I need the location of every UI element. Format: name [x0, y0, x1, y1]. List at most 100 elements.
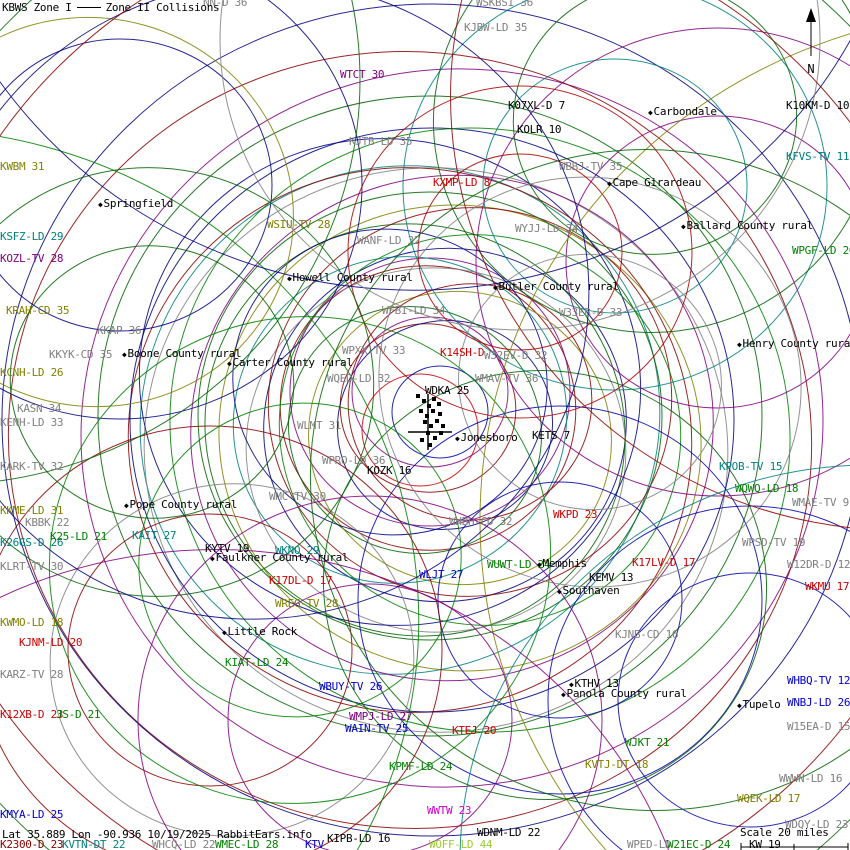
legend-zone1-label: KBWS Zone I [2, 1, 72, 14]
coverage-contour [67, 513, 353, 787]
coverage-contour [347, 85, 693, 419]
station-label: WQED-LD 32 [327, 372, 391, 385]
transmitter-marker [426, 431, 430, 435]
station-label: KJNM-LD 20 [19, 636, 83, 649]
transmitter-marker [439, 431, 443, 435]
coverage-contour [0, 0, 850, 291]
transmitter-marker [431, 409, 435, 413]
station-label: W32EV-D 32 [484, 349, 548, 362]
coverage-contour [417, 153, 623, 351]
coverage-contour [378, 176, 802, 588]
station-label: KWMO-LD 18 [0, 616, 64, 629]
coverage-contour [0, 425, 443, 850]
city-marker-icon: ◆ [98, 200, 103, 209]
city-marker-icon: ◆ [537, 560, 542, 569]
station-label: WNBJ-LD 26 [787, 696, 850, 709]
coverage-contour [48, 316, 552, 804]
city-label: ◆Boone County rural [122, 347, 242, 360]
station-label: KMYA-LD 25 [0, 808, 64, 821]
station-label: WPGF-LD 26 [792, 244, 850, 257]
coverage-contour [219, 0, 821, 331]
station-label: KIAT-LD 24 [225, 656, 289, 669]
legend: KBWS Zone I Zone II Collisions [2, 1, 220, 14]
city-label: ◆Little Rock [222, 625, 298, 638]
station-label: KKYK-CD 35 [49, 348, 113, 361]
coverage-contour [0, 16, 294, 408]
city-marker-icon: ◆ [737, 701, 742, 710]
transmitter-marker [422, 399, 426, 403]
station-label: K07XL-D 7 [508, 99, 565, 112]
coverage-contour [287, 305, 543, 555]
coverage-contour [565, 115, 850, 409]
station-label: W15EA-D 15 [787, 720, 850, 733]
city-marker-icon: ◆ [287, 274, 292, 283]
coverage-contour [482, 58, 748, 314]
station-label: KENH-LD 33 [0, 416, 64, 429]
legend-zone2-label: Zone II Collisions [105, 1, 220, 14]
city-marker-icon: ◆ [124, 501, 129, 510]
station-label: KBBK 22 [25, 516, 70, 529]
station-label: WMAE-TV 9 [792, 496, 849, 509]
coverage-contour [347, 283, 593, 521]
station-label: WPXX-TV 33 [342, 344, 406, 357]
station-label: WYJJ-LD 34 [515, 222, 579, 235]
city-label: ◆Memphis [537, 557, 587, 570]
coverage-contour [391, 365, 489, 459]
station-label: WBUY-TV 26 [319, 680, 383, 693]
coverage-contour [232, 228, 548, 536]
station-label: JS-D 21 [56, 708, 101, 721]
city-label: ◆Howell County rural [287, 271, 413, 284]
scale-bar [740, 843, 849, 850]
station-label: KJBW-LD 35 [464, 21, 528, 34]
station-label: KKAP 36 [97, 324, 142, 337]
station-label: KPMF-LD 24 [389, 760, 453, 773]
coverage-contour [475, 27, 850, 497]
coverage-contour [0, 0, 361, 482]
transmitter-marker [432, 397, 436, 401]
station-label: KAIT 27 [132, 529, 177, 542]
station-label: WKNO 29 [275, 544, 320, 557]
coverage-contour [137, 495, 603, 850]
city-label: ◆Cape Girardeau [607, 176, 702, 189]
station-label: WFBI-LD 34 [382, 304, 446, 317]
city-label: ◆Springfield [98, 197, 174, 210]
station-label: WPED-LD [627, 838, 672, 850]
station-label: NN-D 36 [203, 0, 248, 9]
coverage-contour [218, 204, 702, 672]
station-label: K26GS-D 26 [0, 536, 64, 549]
station-label: WWWN-LD 16 [779, 772, 843, 785]
station-label: KVTJ-DT 18 [585, 758, 649, 771]
station-label: WBBJ-TV 35 [559, 160, 623, 173]
station-label: KYTV 19 [205, 542, 250, 555]
station-label: KEMV 13 [589, 571, 634, 584]
city-marker-icon: ◆ [607, 179, 612, 188]
coverage-contour [138, 138, 642, 626]
coverage-contour [0, 38, 273, 332]
transmitter-marker [420, 438, 424, 442]
coverage-contour [0, 0, 590, 620]
station-label: KW 19 [749, 838, 781, 850]
station-label: WDNM-LD 22 [477, 826, 541, 839]
city-label: ◆Carbondale [648, 105, 717, 118]
city-label: ◆Faulkner County rural [210, 551, 349, 564]
coverage-contour [437, 481, 683, 719]
transmitter-marker [437, 402, 441, 406]
compass: N [796, 8, 826, 76]
city-marker-icon: ◆ [561, 690, 566, 699]
station-label: K25-LD 21 [50, 530, 107, 543]
station-label: KLRT-TV 30 [0, 560, 64, 573]
station-label: KXMP-LD 8 [433, 176, 490, 189]
transmitter-marker [427, 404, 431, 408]
station-label: WKPD 23 [553, 508, 598, 521]
station-label: WKMU 17 [805, 580, 850, 593]
transmitter-marker [425, 414, 429, 418]
station-label: K14SH-D [440, 346, 485, 359]
coverage-contour [263, 247, 627, 603]
station-label: WMEC-LD 28 [215, 838, 279, 850]
station-label: KTEJ 20 [452, 724, 497, 737]
station-label: K17DL-D 17 [269, 574, 333, 587]
legend-line-sample [76, 7, 101, 8]
